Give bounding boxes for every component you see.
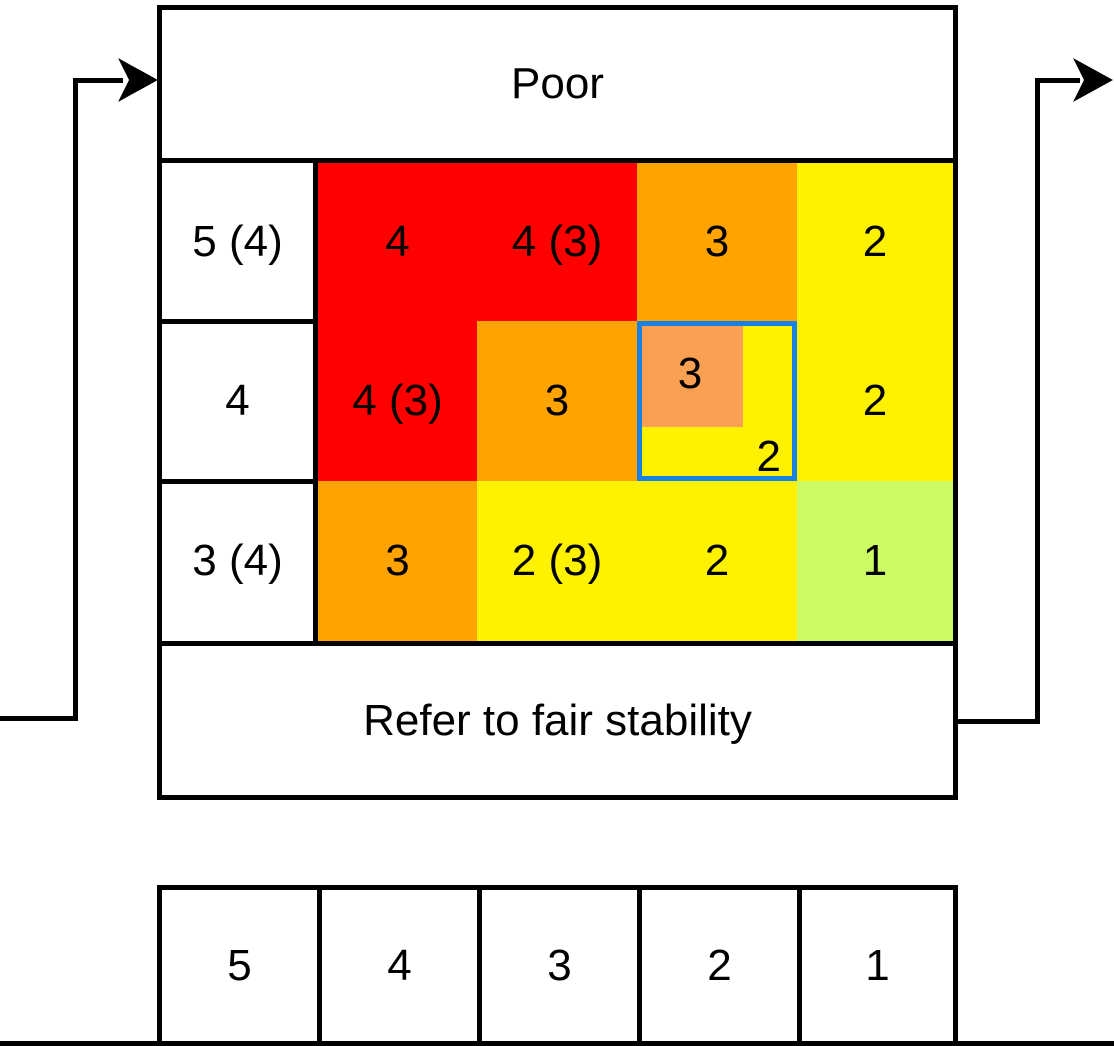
header-bottom-border (157, 158, 958, 163)
main-box-bottom-border (157, 795, 958, 800)
row-label-1: 5 (4) (162, 163, 313, 321)
scale-cell-3: 3 (482, 890, 637, 1041)
matrix-cell-r1c4: 2 (797, 163, 953, 321)
split-cell-primary-region: 3 (637, 321, 743, 427)
left-arrow-vertical-segment (73, 78, 78, 721)
scale-cell-4: 4 (322, 890, 477, 1041)
matrix-cell-r1c2: 4 (3) (477, 163, 637, 321)
matrix-cell-r1c1: 4 (318, 163, 477, 321)
label-row-divider-2 (157, 479, 318, 484)
matrix-cell-r2c1: 4 (3) (318, 321, 477, 481)
footer-note: Refer to fair stability (363, 695, 752, 745)
scale-row-top-border (157, 885, 958, 890)
left-arrowhead-icon (118, 58, 158, 102)
left-arrow-bottom-segment (0, 716, 76, 721)
label-column-right-border (313, 158, 318, 646)
matrix-cell-r3c1: 3 (318, 481, 477, 641)
split-cell-secondary-value: 2 (756, 432, 781, 481)
right-arrow-vertical-segment (1035, 78, 1040, 724)
scale-row-border-v5 (797, 885, 802, 1046)
matrix-cell-r2c4: 2 (797, 321, 953, 481)
matrix-cell-r2c3-split: 3 2 (637, 321, 797, 481)
scale-row-border-v6 (953, 885, 958, 1046)
scale-cell-1: 1 (802, 890, 953, 1041)
label-row-divider-1 (157, 319, 318, 324)
left-arrow-top-segment (73, 78, 123, 83)
scale-cell-2: 2 (642, 890, 797, 1041)
right-arrow-stub-segment (953, 719, 1040, 724)
right-arrow-top-segment (1035, 78, 1080, 83)
scale-row-border-v1 (157, 885, 162, 1046)
matrix-cell-r1c3: 3 (637, 163, 797, 321)
matrix-cell-r3c4: 1 (797, 481, 953, 641)
matrix-cell-r3c3: 2 (637, 481, 797, 641)
scale-row-border-v4 (637, 885, 642, 1046)
right-arrowhead-icon (1073, 58, 1113, 102)
page-bottom-rule (0, 1041, 1114, 1046)
scale-cell-5: 5 (162, 890, 317, 1041)
highlighted-cell-outline (637, 321, 797, 481)
row-label-2: 4 (162, 321, 313, 481)
header-title: Poor (511, 59, 604, 108)
matrix-cell-r2c2: 3 (477, 321, 637, 481)
scale-row-border-v3 (477, 885, 482, 1046)
scale-row-border-v2 (317, 885, 322, 1046)
row-label-3: 3 (4) (162, 481, 313, 641)
matrix-cell-r3c2: 2 (3) (477, 481, 637, 641)
main-box-right-border (953, 5, 958, 800)
footer-top-border (157, 641, 958, 646)
main-box-left-border (157, 5, 162, 800)
main-box-top-border (157, 5, 958, 10)
